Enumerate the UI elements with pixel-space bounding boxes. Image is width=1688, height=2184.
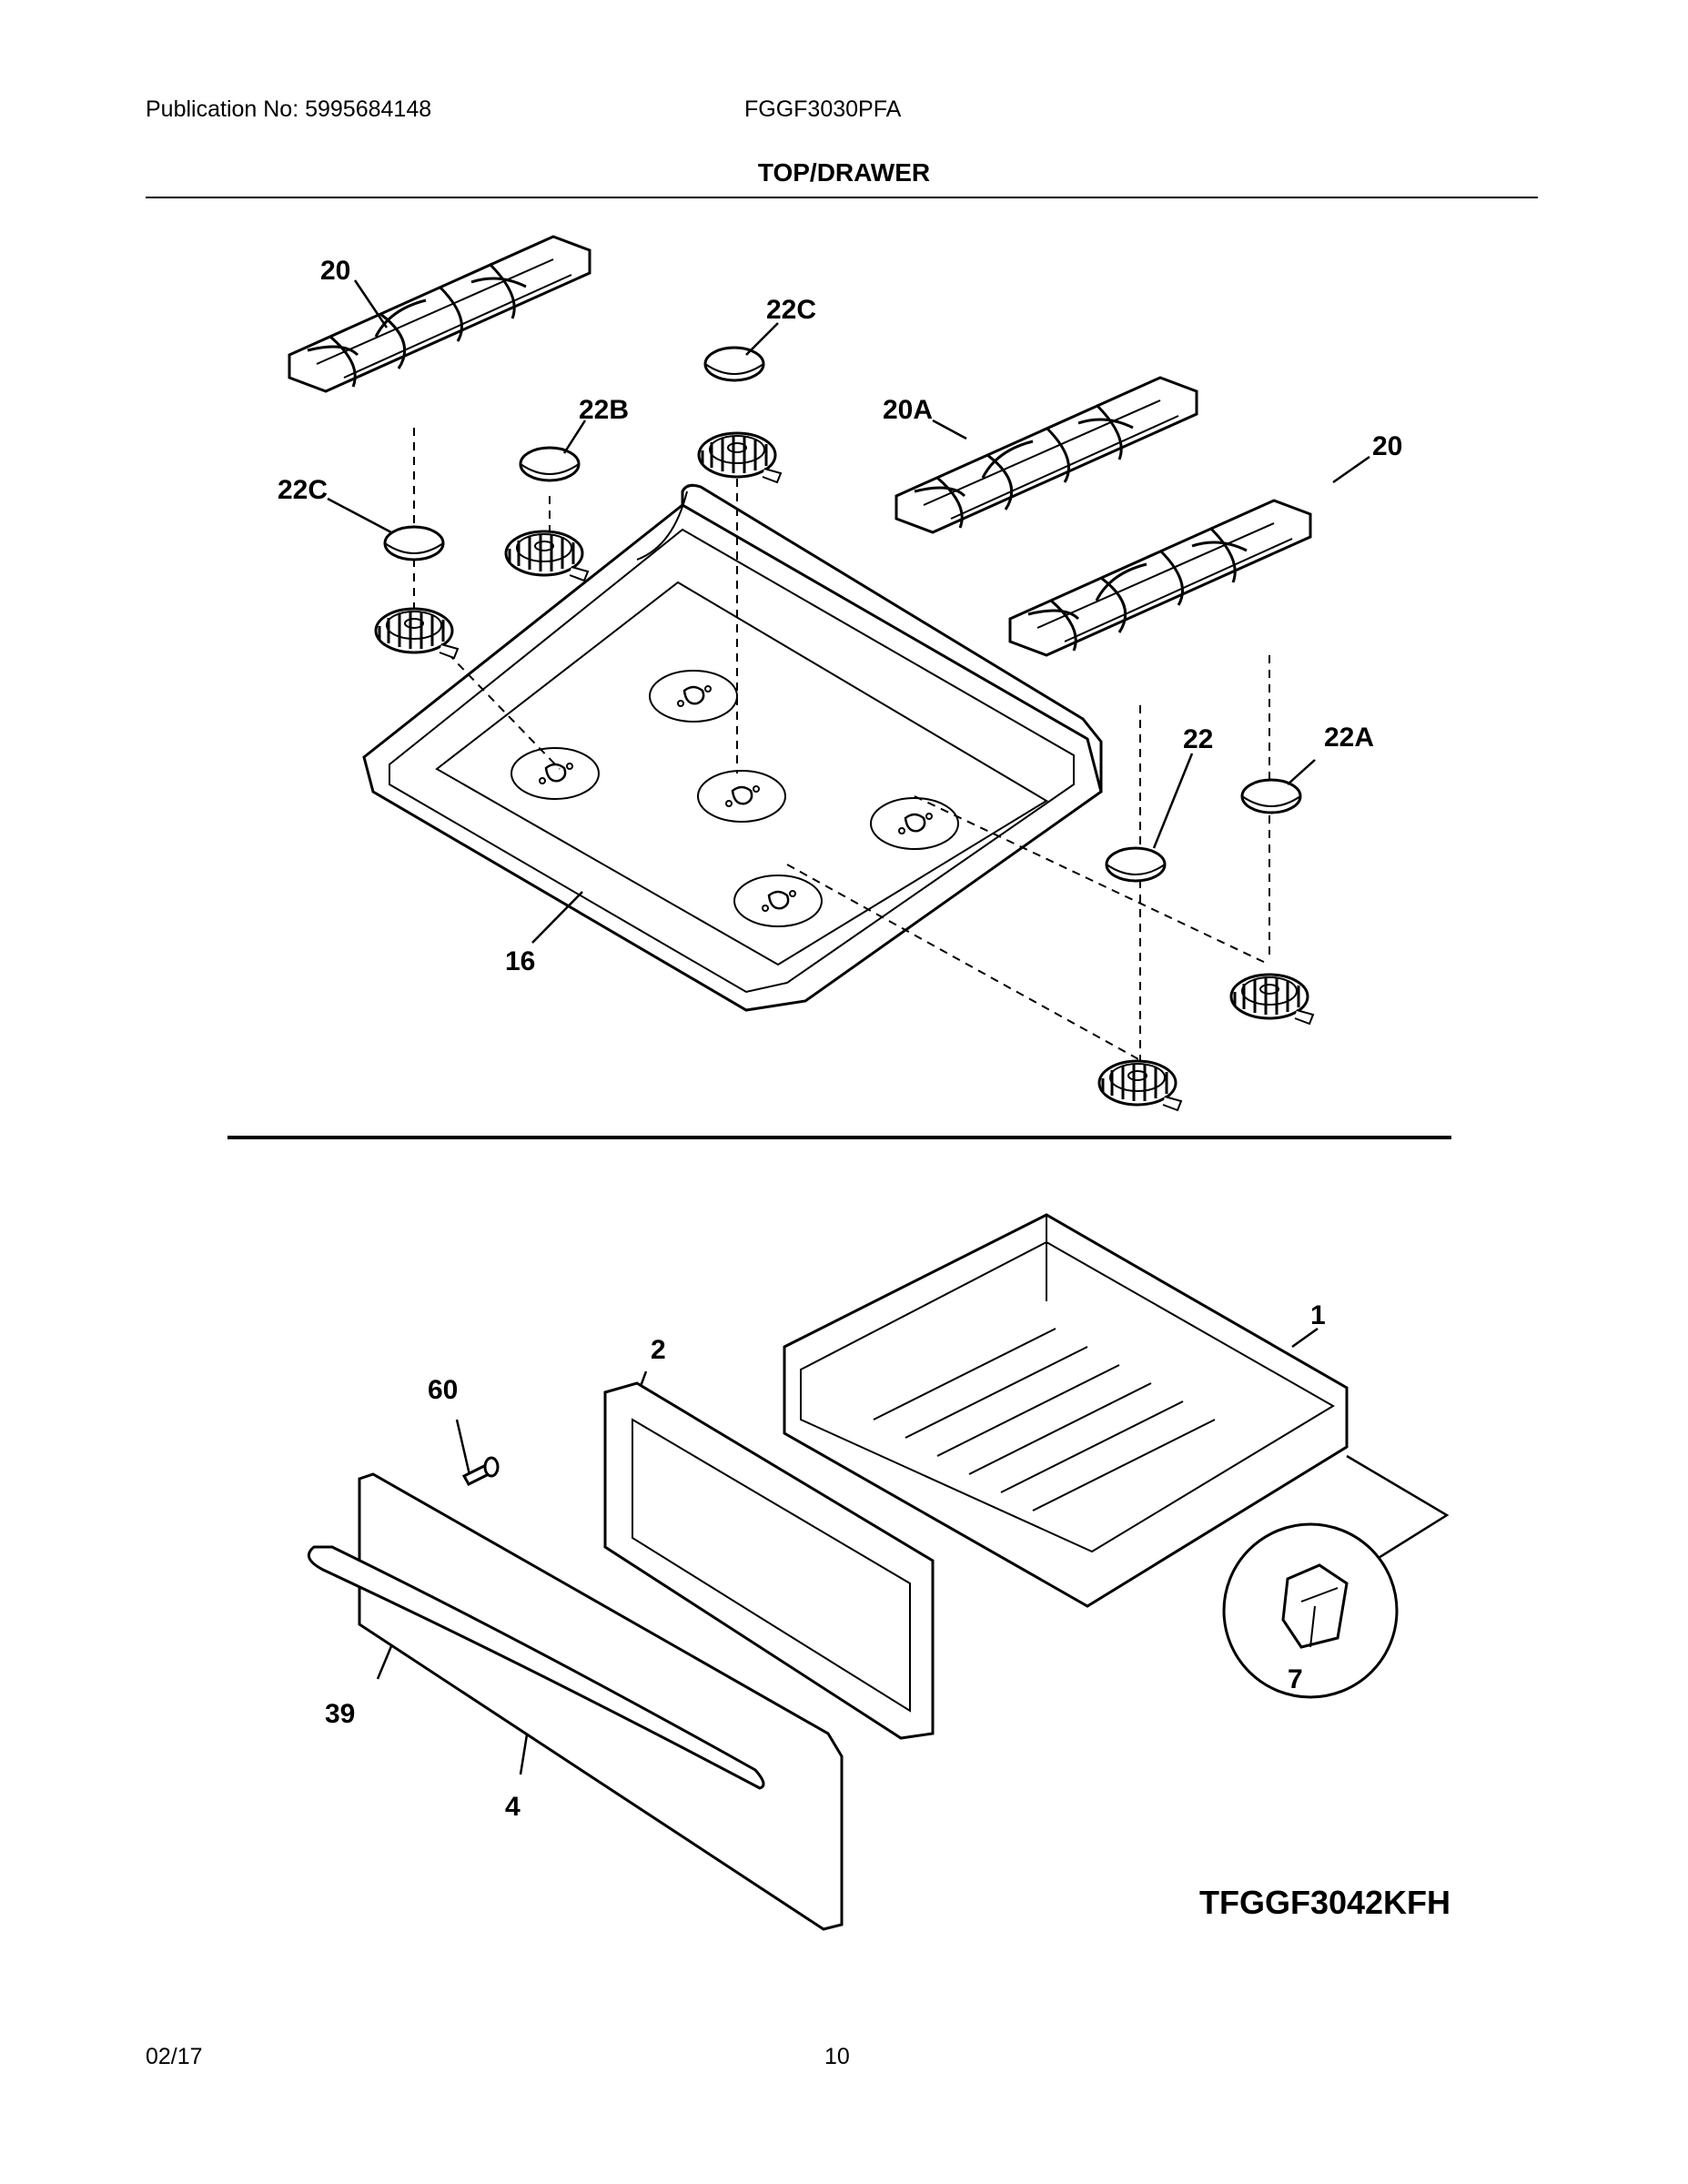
diagram-code: TFGGF3042KFH: [1199, 1884, 1450, 1921]
drawer-liner: [603, 1381, 935, 1740]
screw: [461, 1456, 500, 1486]
grate-20a: [895, 376, 1198, 534]
cooktop-assembly: [362, 483, 1103, 1012]
drawer-body: [783, 1213, 1349, 1608]
callout-22c-top: 22C: [766, 295, 816, 325]
callout-4: 4: [505, 1792, 521, 1822]
footer-date: 02/17: [146, 2044, 203, 2069]
callout-1: 1: [1310, 1300, 1326, 1330]
header-rule: [146, 197, 1538, 198]
callout-20-right: 20: [1372, 431, 1402, 461]
publication-number: Publication No: 5995684148: [146, 96, 432, 122]
callout-16: 16: [505, 946, 535, 976]
clip-detail: [1222, 1522, 1399, 1699]
callout-22: 22: [1183, 724, 1213, 754]
callout-20a: 20A: [883, 395, 933, 425]
callout-7: 7: [1288, 1664, 1303, 1694]
drawer-handle: [307, 1545, 765, 1790]
grate-right: [1008, 499, 1312, 657]
section-divider: [227, 1136, 1451, 1139]
callout-22a: 22A: [1324, 723, 1374, 753]
page-title: TOP/DRAWER: [757, 158, 931, 187]
callout-60: 60: [428, 1375, 458, 1405]
model-number: FGGF3030PFA: [744, 96, 902, 122]
callout-39: 39: [325, 1699, 355, 1729]
callout-20-left: 20: [320, 256, 350, 286]
footer-page-number: 10: [824, 2044, 850, 2069]
callout-22b: 22B: [579, 395, 629, 425]
callout-2: 2: [651, 1335, 666, 1365]
callout-22c-left: 22C: [278, 475, 328, 505]
